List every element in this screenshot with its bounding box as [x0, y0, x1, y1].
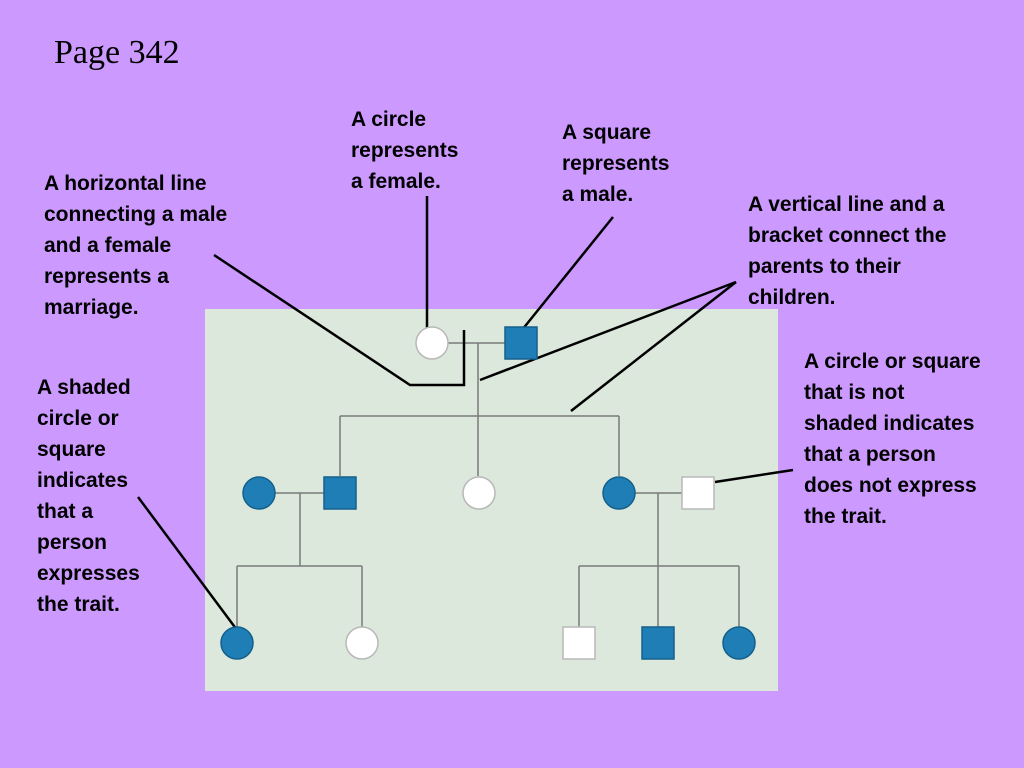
pointer-lines: [136, 196, 794, 631]
unshaded-female-generation-3-2: [345, 626, 379, 660]
shaded-female-generation-2-4: [602, 476, 636, 510]
shaded-female-generation-3-5: [722, 626, 756, 660]
label-horizontal-line-marriage: A horizontal line connecting a male and …: [44, 172, 228, 319]
shaded-male-generation-3-4: [641, 626, 675, 660]
unshaded-female-generation-2-3: [462, 476, 496, 510]
pointer-marriage-bracket: [213, 253, 466, 387]
label-vertical-line-bracket: A vertical line and a bracket connect th…: [748, 193, 947, 309]
unshaded-male-generation-3-3: [562, 626, 596, 660]
unshaded-male-generation-2-5: [681, 476, 715, 510]
pointer-shaded: [136, 496, 239, 631]
label-shaded-expresses-trait: A shaded circle or square indicates that…: [37, 376, 140, 616]
shaded-female-generation-2-1: [242, 476, 276, 510]
pointer-square: [521, 216, 614, 331]
label-square-male: A square represents a male.: [562, 121, 670, 206]
shaded-female-generation-3-1: [220, 626, 254, 660]
pointer-unshaded: [714, 468, 794, 484]
shaded-male-generation-1-2: [504, 326, 538, 360]
unshaded-female-generation-1-1: [415, 326, 449, 360]
pointer-vertical-line: [479, 280, 737, 382]
pedigree-lines: [236, 342, 740, 627]
shaded-male-generation-2-2: [323, 476, 357, 510]
label-circle-female: A circle represents a female.: [351, 108, 459, 193]
page-title: Page 342: [54, 34, 180, 71]
pointer-bracket: [570, 281, 737, 412]
label-unshaded-no-trait: A circle or square that is not shaded in…: [804, 350, 981, 528]
pedigree-individuals: [220, 326, 756, 660]
